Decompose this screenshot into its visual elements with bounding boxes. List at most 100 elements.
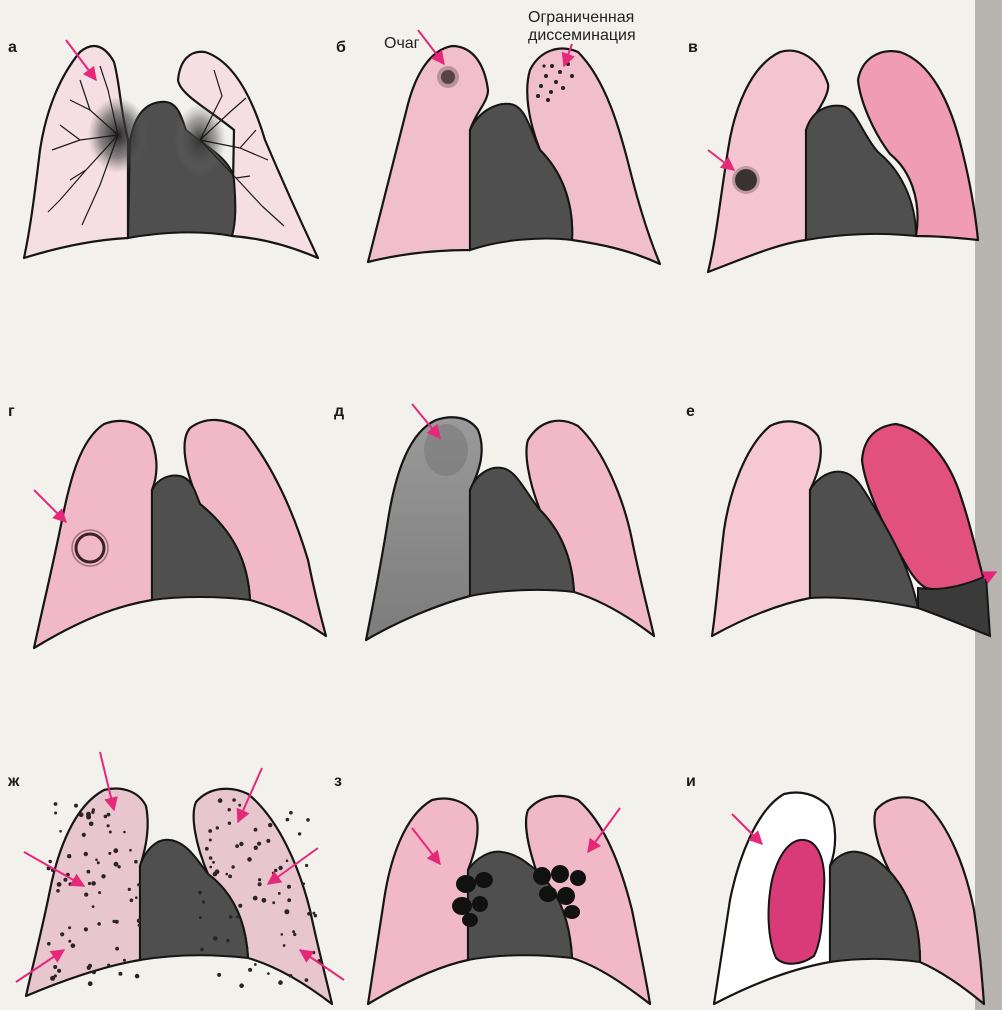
miliary-dot xyxy=(212,861,215,864)
miliary-dot xyxy=(47,942,51,946)
miliary-dot xyxy=(134,860,138,864)
focus-label: Очаг xyxy=(384,35,420,52)
panel-c: в xyxy=(688,39,978,272)
miliary-dot xyxy=(57,882,62,887)
panel-i: и xyxy=(686,773,984,1004)
miliary-dot xyxy=(92,970,96,974)
miliary-dot xyxy=(98,891,101,894)
miliary-dot xyxy=(91,811,94,814)
miliary-dot xyxy=(209,839,212,842)
panel-e: д xyxy=(334,403,654,640)
panel-letter: и xyxy=(686,773,696,790)
miliary-dot xyxy=(247,857,252,862)
miliary-dot xyxy=(209,866,212,869)
miliary-dot xyxy=(228,808,231,811)
miliary-dot xyxy=(236,916,239,919)
miliary-dot xyxy=(278,866,282,870)
miliary-dot xyxy=(289,811,293,815)
miliary-dot xyxy=(287,885,291,889)
miliary-dot xyxy=(107,813,111,817)
miliary-dot xyxy=(107,824,110,827)
miliary-dot xyxy=(104,815,108,819)
miliary-dot xyxy=(88,882,91,885)
miliary-dot xyxy=(88,981,93,986)
miliary-dot xyxy=(89,822,94,827)
miliary-dot xyxy=(91,881,96,886)
panel-a: а xyxy=(8,39,318,258)
miliary-dot xyxy=(97,922,101,926)
miliary-dot xyxy=(113,848,118,853)
miliary-dot xyxy=(59,830,62,833)
miliary-dot xyxy=(307,912,311,916)
miliary-dot xyxy=(86,812,91,817)
miliary-dot xyxy=(287,898,291,902)
miliary-dot xyxy=(305,864,308,867)
miliary-dot xyxy=(71,943,76,948)
miliary-dot xyxy=(278,892,281,895)
miliary-dot xyxy=(209,856,213,860)
miliary-dot xyxy=(198,891,202,895)
panel-letter: д xyxy=(334,403,344,420)
dissemination-label: Ограниченная xyxy=(528,9,634,26)
miliary-dot xyxy=(60,932,64,936)
miliary-dot xyxy=(137,883,140,886)
miliary-dot xyxy=(226,873,229,876)
miliary-dot xyxy=(74,804,78,808)
miliary-dot xyxy=(112,920,115,923)
miliary-dot xyxy=(49,860,52,863)
miliary-dot xyxy=(312,951,316,955)
miliary-dot xyxy=(286,860,289,863)
miliary-dot xyxy=(312,912,315,915)
miliary-dot xyxy=(253,896,258,901)
miliary-dot xyxy=(63,878,67,882)
miliary-dot xyxy=(56,889,60,893)
miliary-dot xyxy=(202,900,205,903)
miliary-dot xyxy=(54,812,57,815)
miliary-dot xyxy=(118,972,122,976)
panel-g: ж xyxy=(7,752,344,1004)
miliary-dot xyxy=(254,963,257,966)
miliary-dot xyxy=(68,926,71,929)
miliary-dot xyxy=(258,882,262,886)
miliary-dot xyxy=(239,983,244,988)
miliary-dot xyxy=(216,826,219,829)
miliary-dot xyxy=(228,875,232,879)
miliary-dot xyxy=(238,804,241,807)
miliary-dot xyxy=(266,839,270,843)
miliary-dot xyxy=(109,831,112,834)
miliary-dot xyxy=(97,861,100,864)
miliary-dot xyxy=(306,818,310,822)
miliary-dot xyxy=(129,849,132,852)
miliary-dot xyxy=(57,969,61,973)
panel-letter: з xyxy=(334,773,342,790)
miliary-dot xyxy=(229,915,233,919)
miliary-dot xyxy=(199,916,202,919)
miliary-dot xyxy=(268,823,272,827)
miliary-dot xyxy=(238,904,242,908)
miliary-dot xyxy=(79,812,84,817)
miliary-dot xyxy=(84,893,88,897)
panel-letter: е xyxy=(686,403,695,420)
miliary-dot xyxy=(87,966,91,970)
miliary-dot xyxy=(272,901,275,904)
miliary-dot xyxy=(302,882,305,885)
miliary-dot xyxy=(235,844,239,848)
miliary-dot xyxy=(87,870,91,874)
miliary-dot xyxy=(217,973,221,977)
miliary-dot xyxy=(292,930,295,933)
panel-letter: а xyxy=(8,39,17,56)
panel-h: з xyxy=(334,773,650,1004)
panel-letter: в xyxy=(688,39,698,56)
lesion-halo xyxy=(732,166,760,194)
miliary-dot xyxy=(115,947,119,951)
miliary-dot xyxy=(283,944,286,947)
miliary-dot xyxy=(68,940,71,943)
miliary-dot xyxy=(135,896,138,899)
miliary-dot xyxy=(293,933,296,936)
pointer-arrow xyxy=(34,490,66,522)
miliary-dot xyxy=(218,798,223,803)
miliary-dot xyxy=(107,964,110,967)
miliary-dot xyxy=(123,831,126,834)
miliary-dot xyxy=(284,909,289,914)
